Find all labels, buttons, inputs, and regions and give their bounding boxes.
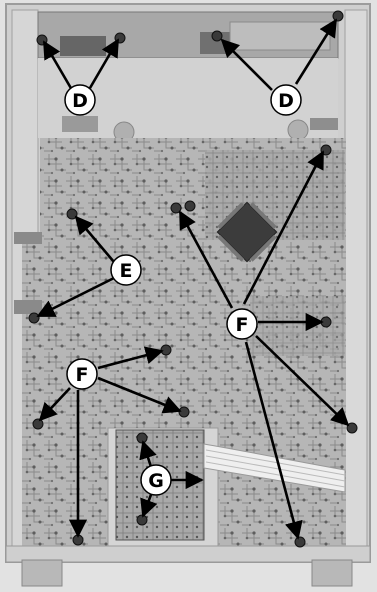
latch-right [310,118,338,130]
svg-text:G: G [148,470,164,492]
top-connector-block-1 [60,36,106,56]
screw-f1 [170,202,182,214]
top-connector-block-3 [229,21,331,51]
screw-e1 [66,208,78,220]
foot-left [21,559,63,587]
screw-f5 [294,536,306,548]
case-right-wall [344,9,368,559]
screw-e2 [28,312,40,324]
main-ic-chip [216,201,278,263]
label-d-left: D [64,84,96,116]
screw-f8 [32,418,44,430]
callout-arrows [36,18,350,540]
svg-text:D: D [278,90,294,112]
lower-center-pcb [108,356,218,428]
side-bracket-bottom [14,300,42,314]
svg-text:D: D [72,90,88,112]
screw-d3 [211,30,223,42]
svg-text:F: F [76,364,89,386]
foot-right [311,559,353,587]
screw-f9 [72,534,84,546]
svg-text:F: F [236,314,249,336]
svg-text:E: E [120,260,133,282]
screw-g1 [136,432,148,444]
label-f-left: F [66,358,98,390]
screw-f6 [160,344,172,356]
screw-f1b [184,200,196,212]
screw-f4 [346,422,358,434]
case-bottom-lip [5,545,371,563]
boss-right [287,119,309,141]
lower-left-pcb [22,356,108,546]
side-bracket-top [14,232,42,244]
label-e: E [110,254,142,286]
label-d-right: D [270,84,302,116]
screw-d4 [332,10,344,22]
label-g: G [140,464,172,496]
latch-left [62,116,98,132]
screw-f3 [320,316,332,328]
label-f-right: F [226,308,258,340]
screw-f7 [178,406,190,418]
screw-g2 [136,514,148,526]
